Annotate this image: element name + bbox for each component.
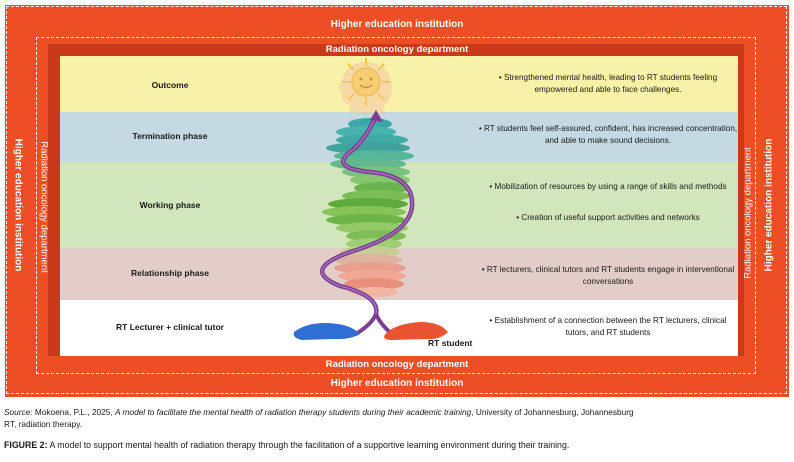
figure-caption: FIGURE 2: A model to support mental heal… xyxy=(4,439,790,451)
caption-text: A model to support mental health of radi… xyxy=(47,440,570,450)
caption-label: FIGURE 2: xyxy=(4,440,48,450)
termination-description: • RT students feel self-assured, confide… xyxy=(478,124,738,145)
phase-label-termination: Termination phase xyxy=(132,131,208,141)
relationship-description: • RT lecturers, clinical tutors and RT s… xyxy=(481,265,735,286)
institution-label-right: Higher education institution xyxy=(763,138,775,272)
department-label-right: Radiation oncology department xyxy=(742,147,754,279)
head-silhouette xyxy=(338,62,392,114)
source-prefix: Source: xyxy=(4,407,35,417)
outcome-band xyxy=(60,56,738,112)
arrow-up-icon xyxy=(370,110,383,122)
student-label: RT student xyxy=(428,338,473,348)
institution-label-bottom: Higher education institution xyxy=(330,378,464,389)
department-border xyxy=(36,37,756,374)
spiral-illustration xyxy=(293,58,448,340)
department-label-left: Radiation oncology department xyxy=(38,141,50,273)
student-hand-icon xyxy=(384,322,448,340)
department-label-top: Radiation oncology department xyxy=(325,44,469,55)
source-note: Source: Mokoena, P.L., 2025, A model to … xyxy=(4,406,790,418)
department-label-bottom: Radiation oncology department xyxy=(325,359,469,370)
frame-border xyxy=(6,6,787,394)
phase-label-lecturer: RT Lecturer + clinical tutor xyxy=(116,322,224,332)
phase-label-working: Working phase xyxy=(139,200,201,210)
phase-label-outcome: Outcome xyxy=(151,80,189,90)
outcome-description: • Strengthened mental health, leading to… xyxy=(498,73,718,94)
working-description-2: • Creation of useful support activities … xyxy=(516,213,700,222)
institution-label-left: Higher education institution xyxy=(12,138,24,272)
institution-label-top: Higher education institution xyxy=(330,19,464,30)
source-suffix: , University of Johannesburg, Johannesbu… xyxy=(471,407,634,417)
phase-label-relationship: Relationship phase xyxy=(131,268,209,278)
abbreviation-note: RT, radiation therapy. xyxy=(4,419,83,429)
disc-stack xyxy=(322,118,414,297)
lecturer-description: • Establishment of a connection between … xyxy=(489,316,727,337)
source-title: A model to facilitate the mental health … xyxy=(115,407,472,417)
source-body: Mokoena, P.L., 2025, xyxy=(34,407,116,417)
working-description-1: • Mobilization of resources by using a r… xyxy=(489,182,727,191)
lecturer-hand-icon xyxy=(293,323,360,340)
